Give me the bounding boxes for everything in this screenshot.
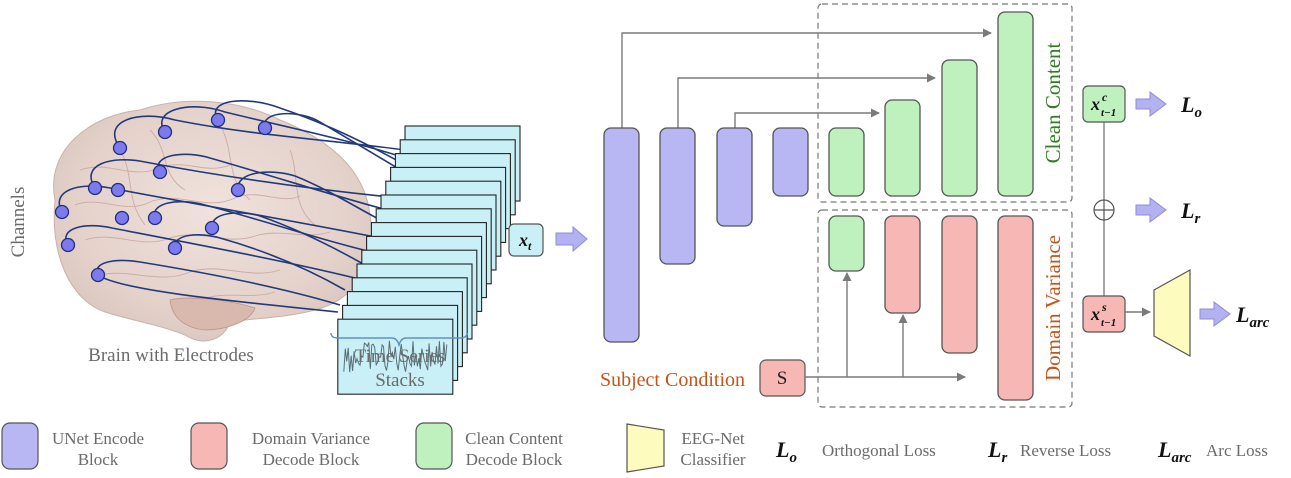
svg-text:x: x [1090,94,1100,114]
lr-symbol: L [1180,198,1194,223]
legend-dv-swatch [190,422,228,470]
electrode-wires [58,100,426,313]
legend-larc-symbol: L [1157,437,1171,462]
time-series-stack [337,125,521,395]
lr-arrow [1135,197,1167,223]
legend-cc-label-1: Clean Content [465,429,563,448]
legend-dv-label-2: Decode Block [263,450,360,469]
svg-text:s: s [1101,300,1107,314]
svg-text:Larc: Larc [1157,437,1192,466]
clean-block-1 [828,127,865,197]
unet-encoder [603,127,809,343]
larc-arrow [1199,301,1231,327]
time-series-caption-1: Time Series [355,346,446,367]
subject-condition-arrows [805,272,966,382]
svg-text:Lr: Lr [987,437,1007,466]
legend-larc-label: Arc Loss [1206,441,1268,460]
domain-variance-decoder [828,215,1034,401]
channels-label: Channels [8,187,29,258]
encode-block-4 [772,127,809,197]
combine-node [1093,199,1115,221]
domain-block-2 [884,215,921,314]
skip-connections [621,28,992,128]
legend-eeg-swatch [626,423,665,473]
legend-lr-symbol: L [987,437,1001,462]
legend-lo-label: Orthogonal Loss [822,441,936,460]
legend: UNet Encode Block Domain Variance Decode… [1,422,1268,473]
domain-variance-group [817,209,1073,408]
clean-block-4 [997,11,1034,197]
subject-token: S [759,359,806,397]
legend-cc-swatch [415,422,453,470]
clean-block-3 [941,59,978,197]
clean-block-2 [884,99,921,197]
clean-content-decoder [828,11,1034,197]
legend-lr-label: Reverse Loss [1020,441,1111,460]
legend-unet-label-2: Block [78,450,119,469]
lo-symbol: L [1180,92,1194,117]
encode-block-3 [716,127,753,227]
larc-sub: arc [1249,315,1269,331]
clean-output-var: x [1090,94,1100,114]
legend-cc-label-2: Decode Block [466,450,563,469]
eeg-net-classifier [1153,268,1191,358]
legend-dv-label-1: Domain Variance [252,429,370,448]
domain-output-sup: s [1101,300,1107,314]
encode-block-1 [603,127,640,343]
svg-text:xt: xt [518,230,532,253]
time-series-panel [337,318,454,395]
domain-block-4 [997,215,1034,401]
lo-sub: o [1194,105,1202,121]
input-var-sub: t [528,239,532,253]
encode-block-2 [659,127,696,265]
svg-text:x: x [1090,304,1100,324]
input-to-unet-arrow [555,225,588,253]
lr-sub: r [1194,211,1200,227]
cerebellum-shape [169,297,256,331]
time-series-caption-2: Stacks [375,370,425,391]
legend-eeg-label-1: EEG-Net [681,429,745,448]
domain-variance-label: Domain Variance [1041,235,1065,381]
legend-eeg-label-2: Classifier [680,450,745,469]
legend-lr-sub: r [1001,450,1007,466]
domain-output-node: x s t−1 [1082,295,1126,333]
input-var: x [518,230,528,250]
svg-text:t−1: t−1 [1101,107,1116,119]
electrodes [54,112,273,283]
svg-text:c: c [1102,90,1108,104]
subject-condition-label: Subject Condition [600,369,745,391]
svg-text:t−1: t−1 [1101,317,1116,329]
svg-text:Lr: Lr [1180,198,1200,227]
clean-content-group [817,3,1073,203]
subject-token-text: S [777,368,788,389]
brain-caption: Brain with Electrodes [88,345,254,366]
clean-output-node: x c t−1 [1082,85,1126,123]
svg-text:Lo: Lo [775,437,797,466]
time-series-bracket [330,332,468,348]
svg-text:Lo: Lo [1180,92,1202,121]
clean-content-label: Clean Content [1041,42,1065,163]
domain-output-sub: t−1 [1101,317,1116,329]
legend-unet-swatch [1,422,39,470]
clean-output-sup: c [1102,90,1108,104]
brain-illustration [53,100,426,342]
domain-block-1 [828,215,865,272]
domain-block-3 [941,215,978,354]
svg-text:Larc: Larc [1235,302,1270,331]
legend-larc-sub: arc [1171,450,1191,466]
larc-symbol: L [1235,302,1249,327]
legend-lo-sub: o [789,450,797,466]
input-node: xt [508,223,544,257]
legend-unet-label-1: UNet Encode [52,429,144,448]
domain-output-var: x [1090,304,1100,324]
lo-arrow [1135,91,1167,117]
legend-lo-symbol: L [775,437,789,462]
clean-output-sub: t−1 [1101,107,1116,119]
